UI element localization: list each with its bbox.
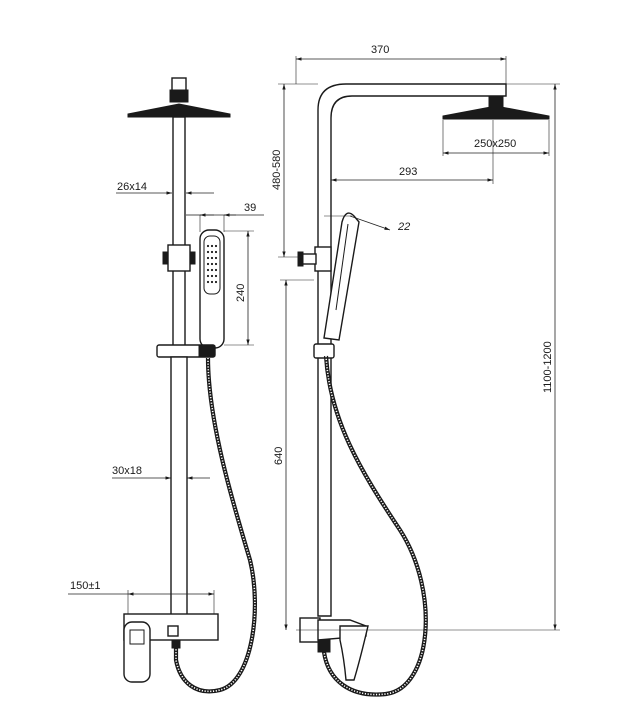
side-hand-shower-holder <box>313 343 335 359</box>
side-view <box>297 83 550 697</box>
side-mixer-lever <box>339 625 369 681</box>
dim-total-height-label: 1100-1200 <box>542 341 554 393</box>
front-dimensions: 26x14 39 240 30x18 150±1 <box>68 181 264 614</box>
side-shower-hose <box>321 355 428 697</box>
dim-head-size-label: 250x250 <box>474 138 516 150</box>
side-clamp-knob <box>301 253 317 265</box>
front-hand-shower-spray-face <box>203 235 221 295</box>
front-diverter <box>167 625 179 637</box>
front-hand-shower-nozzles <box>206 244 218 284</box>
side-hand-shower-detail <box>335 223 349 311</box>
dim-tilt-angle-label: 22 <box>397 221 410 233</box>
front-upper-clamp <box>167 244 191 272</box>
dim-hand-shower-length-label: 240 <box>235 284 247 302</box>
dim-arm-offset-label: 293 <box>399 166 417 178</box>
dim-holder-height-label: 640 <box>273 447 285 465</box>
dim-lower-tube-label: 30x18 <box>112 465 142 477</box>
front-clamp-left-knob <box>162 251 169 265</box>
side-hand-shower <box>323 212 360 341</box>
front-shower-hose <box>173 357 257 694</box>
side-clamp-knob-end <box>297 251 304 267</box>
front-lower-tube <box>170 356 188 628</box>
side-dimensions: 370 480-580 250x250 293 22 1100-1200 640 <box>271 44 560 631</box>
dim-hand-shower-depth-label: 39 <box>244 202 256 214</box>
dim-arm-height-label: 480-580 <box>271 150 283 190</box>
front-lever-detail <box>129 629 145 645</box>
front-clamp-right-knob <box>189 251 196 265</box>
side-riser-and-arm <box>317 83 507 617</box>
side-upper-clamp <box>314 246 332 272</box>
dim-inlet-spacing-label: 150±1 <box>70 580 101 592</box>
front-shower-head <box>127 103 231 118</box>
front-upper-tube <box>172 116 186 348</box>
side-shower-head <box>442 105 550 120</box>
front-head-connector <box>169 89 189 103</box>
front-outlet <box>171 639 181 649</box>
dim-arm-length-label: 370 <box>371 44 389 56</box>
front-view <box>123 77 257 694</box>
dim-upper-tube-label: 26x14 <box>117 181 147 193</box>
front-mixer-lever <box>123 621 151 683</box>
front-hose-connector <box>198 345 216 357</box>
side-outlet <box>317 639 331 653</box>
